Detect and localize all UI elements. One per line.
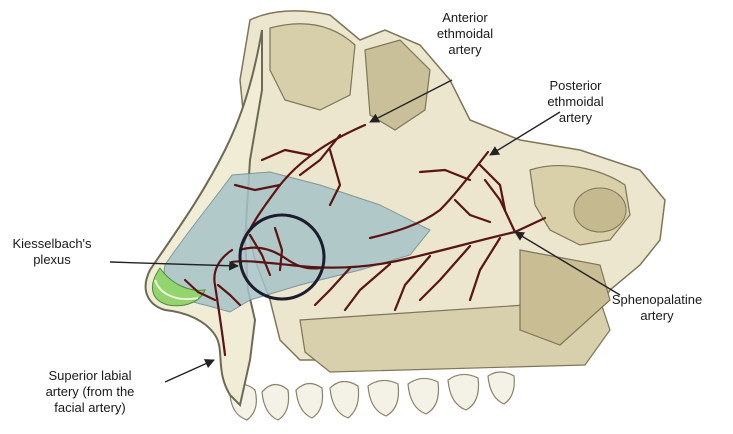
- label-anterior-ethmoidal-artery: Anterior ethmoidal artery: [425, 10, 505, 58]
- label-sphenopalatine-artery: Sphenopalatine artery: [603, 292, 711, 324]
- leader-superior-labial: [165, 360, 214, 382]
- teeth: [230, 372, 514, 420]
- label-posterior-ethmoidal-artery: Posterior ethmoidal artery: [533, 78, 618, 126]
- label-kiesselbachs-plexus: Kiesselbach's plexus: [4, 236, 100, 268]
- label-superior-labial-artery: Superior labial artery (from the facial …: [28, 368, 152, 416]
